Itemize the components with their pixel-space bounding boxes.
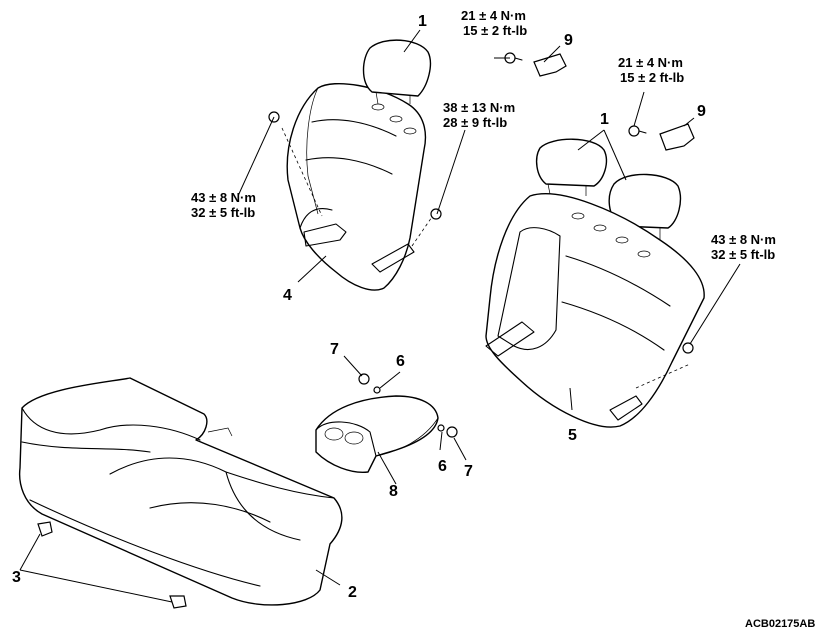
washer-6-upper <box>373 386 381 394</box>
nut-7-lower <box>446 426 458 438</box>
seat-cushion-2 <box>18 377 343 606</box>
callout-2: 2 <box>348 584 357 601</box>
callout-9-upper: 9 <box>564 32 573 49</box>
torque-spec-1-ftlb: 15 ± 2 ft-lb <box>463 23 527 38</box>
nut-7-upper <box>358 373 370 385</box>
torque-spec-2-nm: 21 ± 4 N·m <box>618 55 683 70</box>
bolt-left-seatback-lower <box>430 208 442 220</box>
callout-7-lower: 7 <box>464 463 473 480</box>
seatback-left-4 <box>281 82 435 291</box>
hinge-9-lower <box>659 123 695 151</box>
callout-6-lower: 6 <box>438 458 447 475</box>
torque-spec-2-ftlb: 15 ± 2 ft-lb <box>620 70 684 85</box>
torque-spec-1-nm: 21 ± 4 N·m <box>461 8 526 23</box>
headrests-right-1 <box>535 138 682 240</box>
bolt-right-upper <box>628 125 647 137</box>
callout-4: 4 <box>283 287 292 304</box>
armrest-8 <box>315 395 439 473</box>
torque-spec-5-ftlb: 32 ± 5 ft-lb <box>711 247 775 262</box>
leader-lines <box>19 29 741 603</box>
callout-9-lower: 9 <box>697 103 706 120</box>
figure-code: ACB02175AB <box>745 618 815 630</box>
callout-6-upper: 6 <box>396 353 405 370</box>
seatback-right-5 <box>485 193 705 428</box>
torque-spec-5-nm: 43 ± 8 N·m <box>711 232 776 247</box>
torque-spec-3-ftlb: 28 ± 9 ft-lb <box>443 115 507 130</box>
callout-8: 8 <box>389 483 398 500</box>
bolt-right-seatback <box>682 342 694 354</box>
callout-5: 5 <box>568 427 577 444</box>
callout-1-left: 1 <box>418 13 427 30</box>
torque-spec-3-nm: 38 ± 13 N·m <box>443 100 515 115</box>
hinge-9-upper <box>533 53 567 77</box>
callout-7-upper: 7 <box>330 341 339 358</box>
callout-1-right: 1 <box>600 111 609 128</box>
headrest-left-1 <box>362 39 432 105</box>
torque-spec-4-ftlb: 32 ± 5 ft-lb <box>191 205 255 220</box>
fastener-3-lower <box>169 595 187 609</box>
torque-spec-4-nm: 43 ± 8 N·m <box>191 190 256 205</box>
fastener-3-upper <box>37 521 53 537</box>
washer-6-lower <box>437 424 445 432</box>
callout-3: 3 <box>12 569 21 586</box>
